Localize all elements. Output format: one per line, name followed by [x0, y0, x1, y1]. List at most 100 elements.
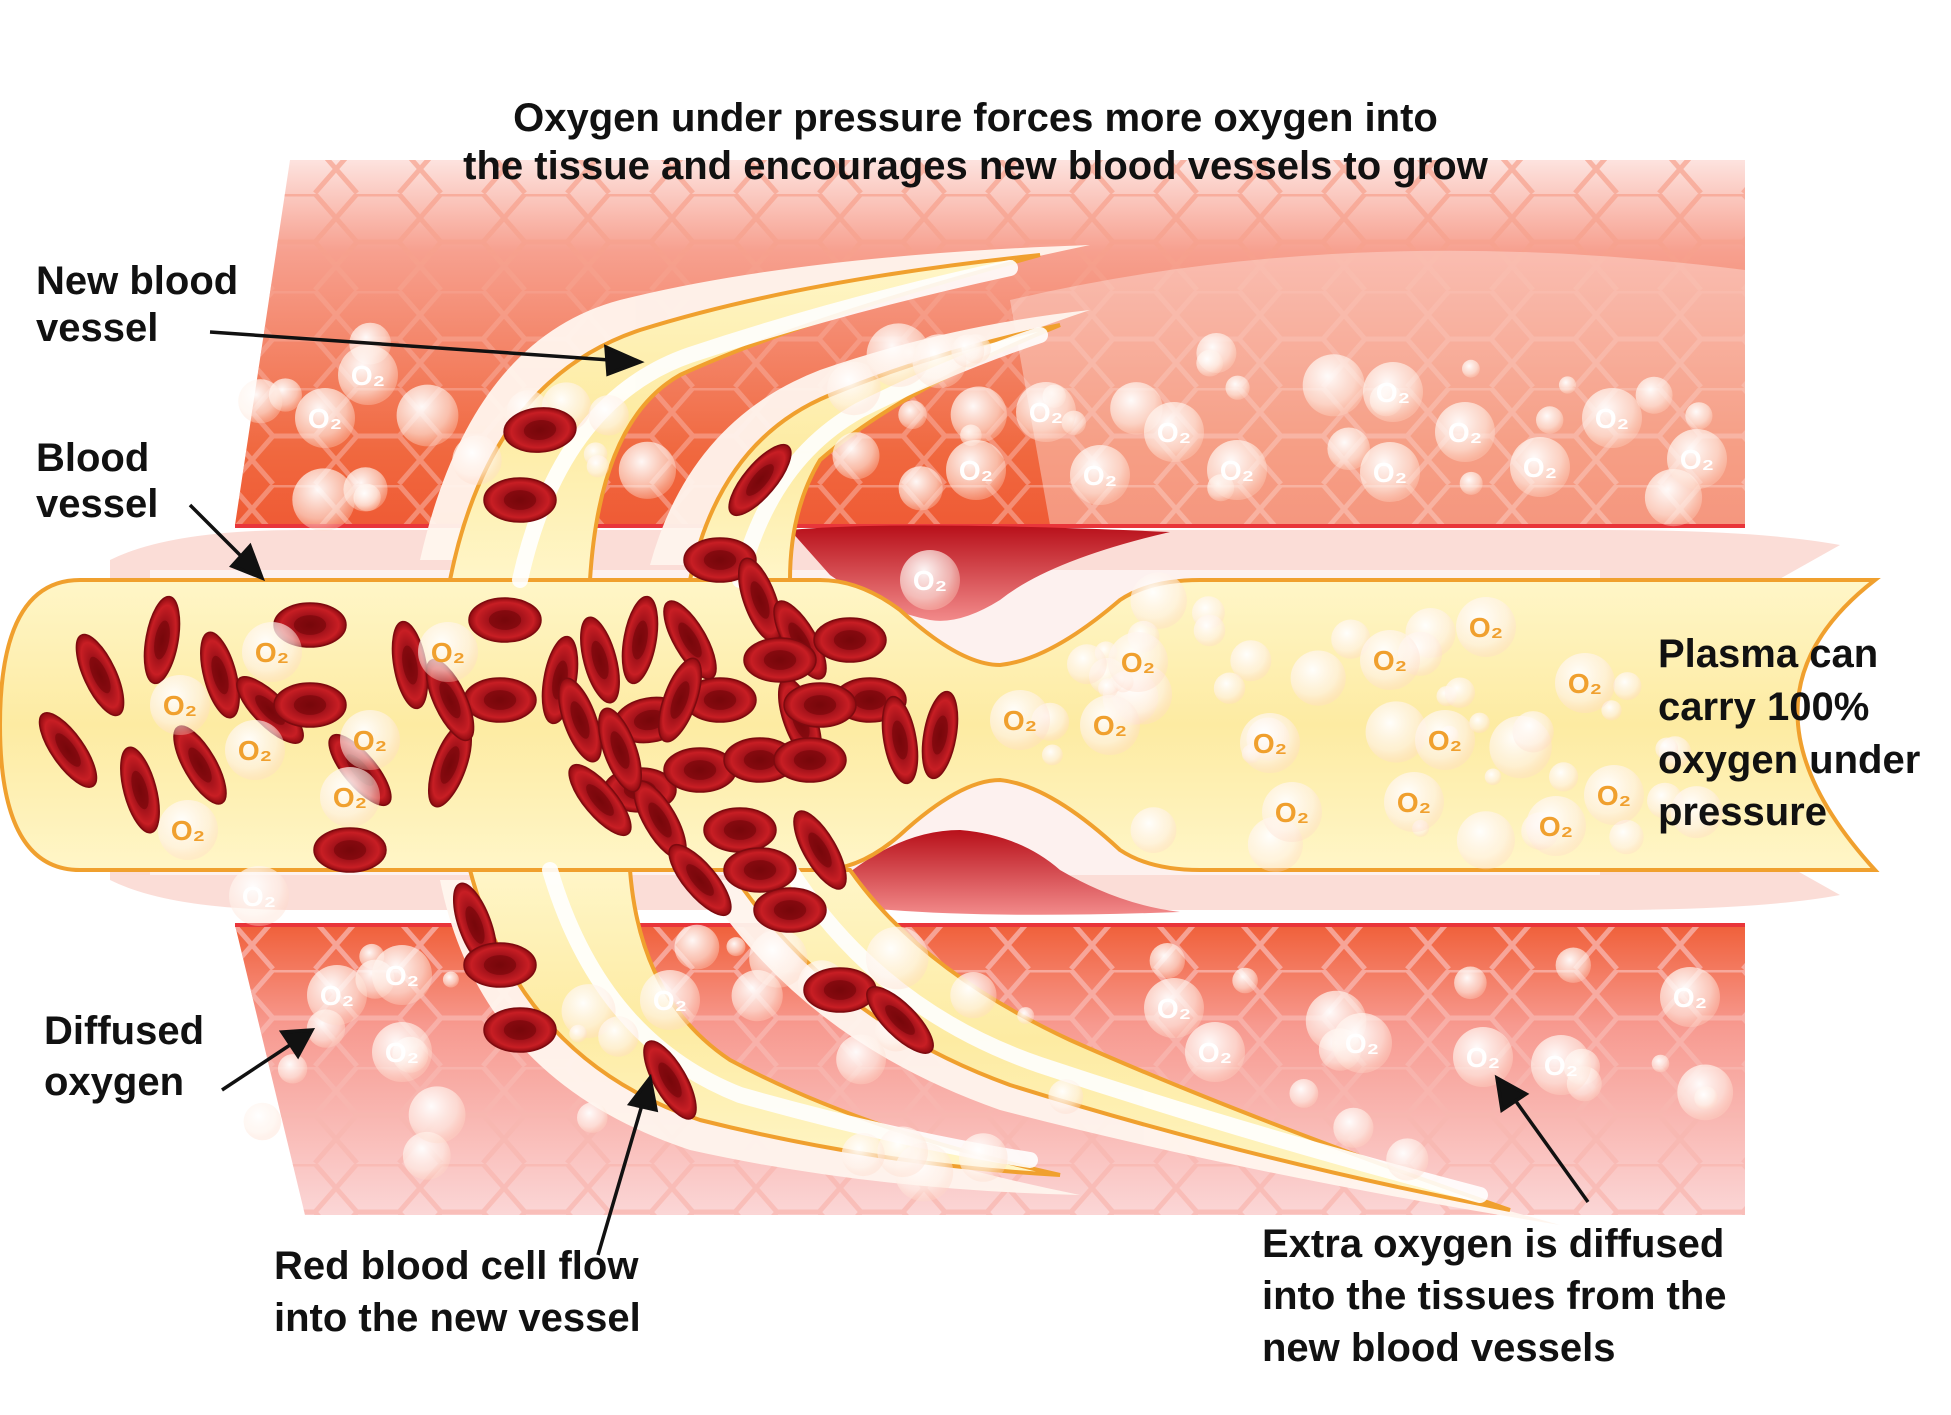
oxygen-molecule-label: O₂	[1448, 417, 1482, 448]
oxygen-molecule-bubble	[1108, 632, 1168, 692]
oxygen-molecule: O₂	[1584, 765, 1644, 825]
oxygen-molecule-bubble	[1185, 1022, 1245, 1082]
oxygen-bubble	[1549, 762, 1579, 792]
oxygen-molecule-bubble	[1526, 796, 1586, 856]
arrow-head-diffused-oxygen	[278, 1028, 316, 1060]
oxygen-bubble	[1230, 640, 1272, 682]
oxygen-molecule: O₂	[1456, 597, 1516, 657]
oxygen-bubble	[1454, 966, 1487, 1000]
oxygen-bubble	[1130, 572, 1187, 629]
oxygen-bubble	[618, 441, 677, 499]
oxygen-molecule: O₂	[1360, 442, 1420, 502]
red-blood-cell	[557, 677, 603, 763]
oxygen-molecule-label: O₂	[353, 725, 387, 756]
red-blood-cell	[643, 1040, 697, 1120]
red-blood-cell	[200, 631, 240, 719]
oxygen-molecule: O₂	[1531, 1035, 1591, 1095]
oxygen-molecule-label: O₂	[385, 960, 419, 991]
oxygen-molecule-label: O₂	[431, 637, 465, 668]
oxygen-molecule-label: O₂	[1469, 612, 1503, 643]
oxygen-molecule-label: O₂	[1157, 993, 1191, 1024]
oxygen-molecule-bubble	[158, 800, 218, 860]
label-plasma-line-2: carry 100%	[1658, 684, 1870, 729]
oxygen-molecule-bubble	[372, 945, 432, 1005]
red-blood-cell	[773, 737, 847, 783]
oxygen-molecule: O₂	[1384, 772, 1444, 832]
red-blood-cell	[728, 444, 792, 516]
oxygen-molecule-label: O₂	[1198, 1037, 1232, 1068]
oxygen-molecule-label: O₂	[333, 782, 367, 813]
red-blood-cell	[793, 810, 847, 890]
oxygen-bubble	[402, 1131, 451, 1180]
red-blood-cell	[273, 682, 347, 728]
oxygen-molecule-bubble	[1415, 710, 1475, 770]
oxygen-bubble	[1462, 359, 1480, 378]
oxygen-molecule: O₂	[1144, 402, 1204, 462]
oxygen-bubble	[1130, 807, 1177, 853]
title-line-1: Oxygen under pressure forces more oxygen…	[513, 96, 1438, 140]
arrow-blood-vessel	[188, 503, 247, 562]
red-blood-cell	[463, 942, 537, 988]
oxygen-molecule-bubble	[1453, 1027, 1513, 1087]
oxygen-bubble	[1694, 1086, 1718, 1110]
red-blood-cell	[621, 595, 659, 685]
label-rbc-flow-line-2: into the new vessel	[274, 1296, 641, 1340]
oxygen-bubble	[452, 435, 502, 485]
label-new-blood-vessel: New blood vessel	[36, 258, 238, 352]
oxygen-molecule: O₂	[1435, 402, 1495, 462]
oxygen-bubble	[865, 926, 929, 990]
arrow-head-rbc-flow	[626, 1073, 659, 1113]
oxygen-molecule: O₂	[1360, 630, 1420, 690]
red-blood-cell	[468, 597, 542, 643]
red-blood-cell	[463, 677, 537, 723]
label-plasma-line-1: Plasma can	[1658, 632, 1879, 676]
annotation-arrows	[188, 330, 1590, 1256]
red-blood-cell	[483, 1007, 557, 1053]
oxygen-bubble	[588, 395, 629, 436]
oxygen-molecule-label: O₂	[1083, 460, 1117, 491]
oxygen-bubble	[1290, 650, 1346, 706]
oxygen-bubble	[877, 1126, 928, 1178]
oxygen-bubble	[1444, 677, 1476, 708]
oxygen-molecule: O₂	[1555, 653, 1615, 713]
oxygen-bubble	[1655, 737, 1679, 761]
oxygen-molecule-bubble	[1531, 1035, 1591, 1095]
oxygen-molecule: O₂	[1415, 710, 1475, 770]
oxygen-bubble	[353, 483, 381, 512]
oxygen-molecule-label: O₂	[1373, 457, 1407, 488]
oxygen-molecule: O₂	[1144, 978, 1204, 1038]
oxygen-bubble	[577, 1102, 608, 1133]
label-rbc-flow-line-1: Red blood cell flow	[274, 1244, 639, 1288]
oxygen-molecule-label: O₂	[913, 565, 947, 596]
oxygen-molecule: O₂	[225, 720, 285, 780]
oxygen-molecule-bubble	[225, 720, 285, 780]
oxygen-bubble	[1670, 786, 1723, 839]
oxygen-molecule-label: O₂	[1523, 452, 1557, 483]
red-blood-cell	[663, 600, 717, 680]
oxygen-molecule: O₂	[295, 388, 355, 448]
oxygen-bubble	[1456, 811, 1515, 870]
oxygen-molecule-bubble	[1667, 429, 1727, 489]
oxygen-molecule: O₂	[1510, 437, 1570, 497]
oxygen-molecule: O₂	[340, 710, 400, 770]
oxygen-molecule-label: O₂	[385, 1037, 419, 1068]
oxygen-molecule: O₂	[1080, 695, 1140, 755]
oxygen-molecule-bubble	[295, 388, 355, 448]
oxygen-molecule-bubble	[946, 440, 1006, 500]
oxygen-molecule: O₂	[1185, 1022, 1245, 1082]
oxygen-bubble	[1302, 354, 1365, 417]
oxygen-molecule-label: O₂	[1373, 645, 1407, 676]
oxygen-molecule-bubble	[1660, 967, 1720, 1027]
oxygen-bubble	[1048, 1079, 1084, 1114]
red-blood-cell	[668, 844, 732, 916]
oxygen-bubble	[569, 1024, 587, 1043]
oxygen-molecule-label: O₂	[1428, 725, 1462, 756]
oxygen-molecule: O₂	[372, 1022, 432, 1082]
oxygen-molecule-label: O₂	[320, 980, 354, 1011]
arrow-rbc-flow	[596, 1104, 644, 1256]
oxygen-molecule: O₂	[1453, 1027, 1513, 1087]
red-blood-cell	[143, 595, 181, 685]
oxygen-bubble	[1196, 349, 1224, 377]
red-blood-cell	[743, 637, 817, 683]
oxygen-molecule-bubble	[1016, 382, 1076, 442]
